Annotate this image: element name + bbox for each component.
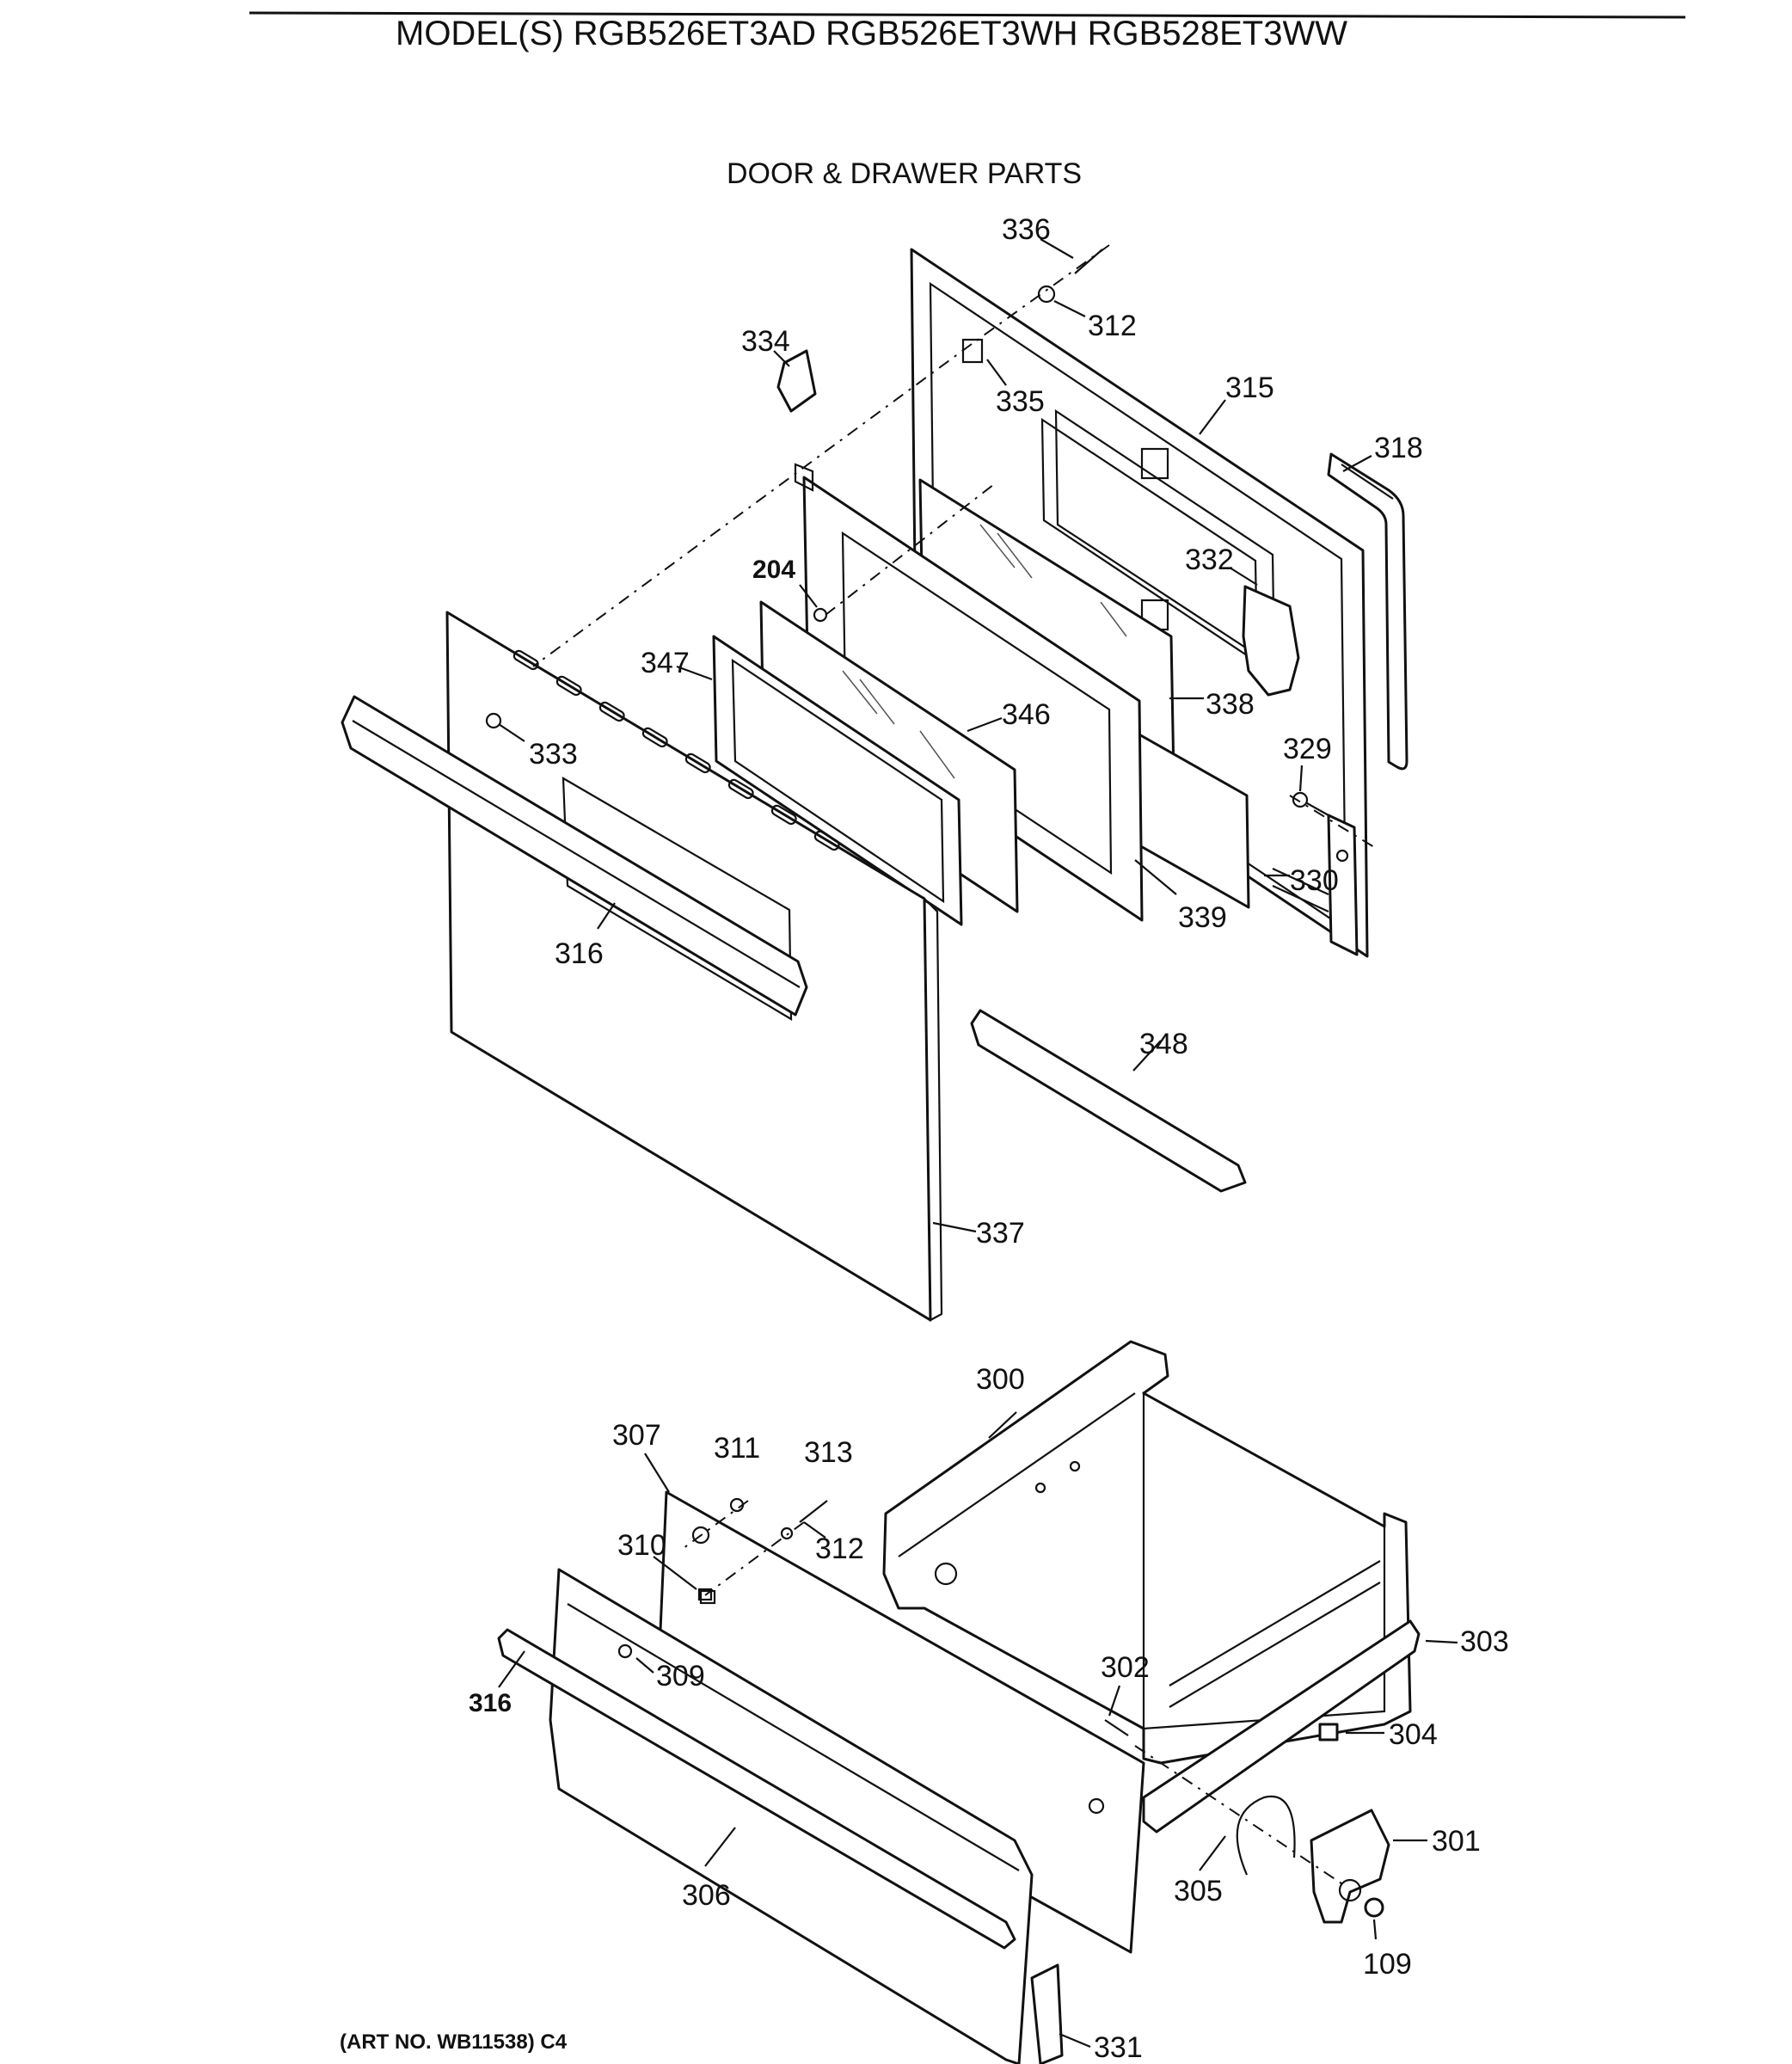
callout-330: 330 [1290,864,1339,897]
callout-318: 318 [1374,432,1423,464]
callout-302: 302 [1101,1651,1150,1684]
callout-339: 339 [1178,901,1227,934]
part-331-bracket [1030,1963,1064,2064]
part-307-inner-drawer-panel [656,1490,1145,1954]
part-318-door-gasket [1327,452,1408,771]
oven-door-assembly [341,244,1408,1322]
door-hardware [485,249,1329,816]
callout-204: 204 [752,556,795,584]
callout-labels: 336 312 334 335 315 318 332 204 347 346 … [469,213,1509,2064]
callout-313: 313 [804,1436,853,1469]
callout-301: 301 [1432,1825,1481,1858]
model-line: MODEL(S) RGB526ET3AD RGB526ET3WH RGB528E… [396,15,1347,52]
callout-316-door: 316 [555,937,604,970]
part-332-insulation [1242,585,1300,697]
callout-306: 306 [682,1879,731,1912]
part-303-drawer-slide [1142,1619,1421,1834]
callout-332: 332 [1185,544,1234,576]
door-alignment-lines [532,244,1375,848]
callout-305: 305 [1174,1875,1223,1907]
callout-315: 315 [1225,372,1274,404]
part-109-nut [1364,1897,1384,1918]
callout-307: 307 [612,1419,661,1452]
part-302-screw [1104,1719,1129,1736]
leader-lines [498,238,1458,2049]
callout-312-door: 312 [1088,310,1137,342]
part-316-drawer-handle [497,1628,1016,1950]
part-301-roller-bracket [1310,1809,1390,1924]
callout-333: 333 [529,738,578,771]
part-337-outer-door-panel [445,611,943,1322]
callout-334: 334 [741,325,790,358]
callout-309: 309 [656,1660,705,1692]
art-number: (ART NO. WB11538) C4 [340,2030,568,2054]
part-305-spring [1236,1795,1296,1876]
callout-348: 348 [1139,1028,1188,1060]
callout-316-drawer: 316 [469,1689,512,1717]
callout-109: 109 [1363,1948,1412,1981]
section-title: DOOR & DRAWER PARTS [727,157,1082,190]
part-348-support-rail [970,1009,1247,1193]
callout-329: 329 [1283,733,1332,765]
part-304-stop [1318,1723,1339,1742]
callout-337: 337 [976,1217,1025,1250]
part-inner-door-frame [794,463,1144,922]
callout-335: 335 [996,385,1045,418]
callout-347: 347 [641,647,690,679]
part-347-glass-frame [712,635,963,926]
drawer-alignment-lines [683,1500,1342,1884]
callout-300: 300 [976,1363,1025,1396]
callout-331: 331 [1094,2031,1143,2064]
callout-304: 304 [1389,1718,1438,1751]
callout-336: 336 [1002,213,1051,246]
callout-312-drawer: 312 [815,1533,864,1565]
callout-346: 346 [1002,698,1051,731]
part-300-drawer-body [882,1340,1412,1765]
part-316-door-handle [341,695,808,1017]
callout-310: 310 [617,1529,666,1562]
part-330-hinge [1272,814,1359,956]
callout-303: 303 [1460,1625,1509,1658]
callout-311: 311 [714,1432,760,1465]
header-rule [249,11,1686,19]
drawer-assembly [497,1340,1421,2064]
callout-338: 338 [1206,688,1255,721]
door-vent-slots [512,649,840,851]
